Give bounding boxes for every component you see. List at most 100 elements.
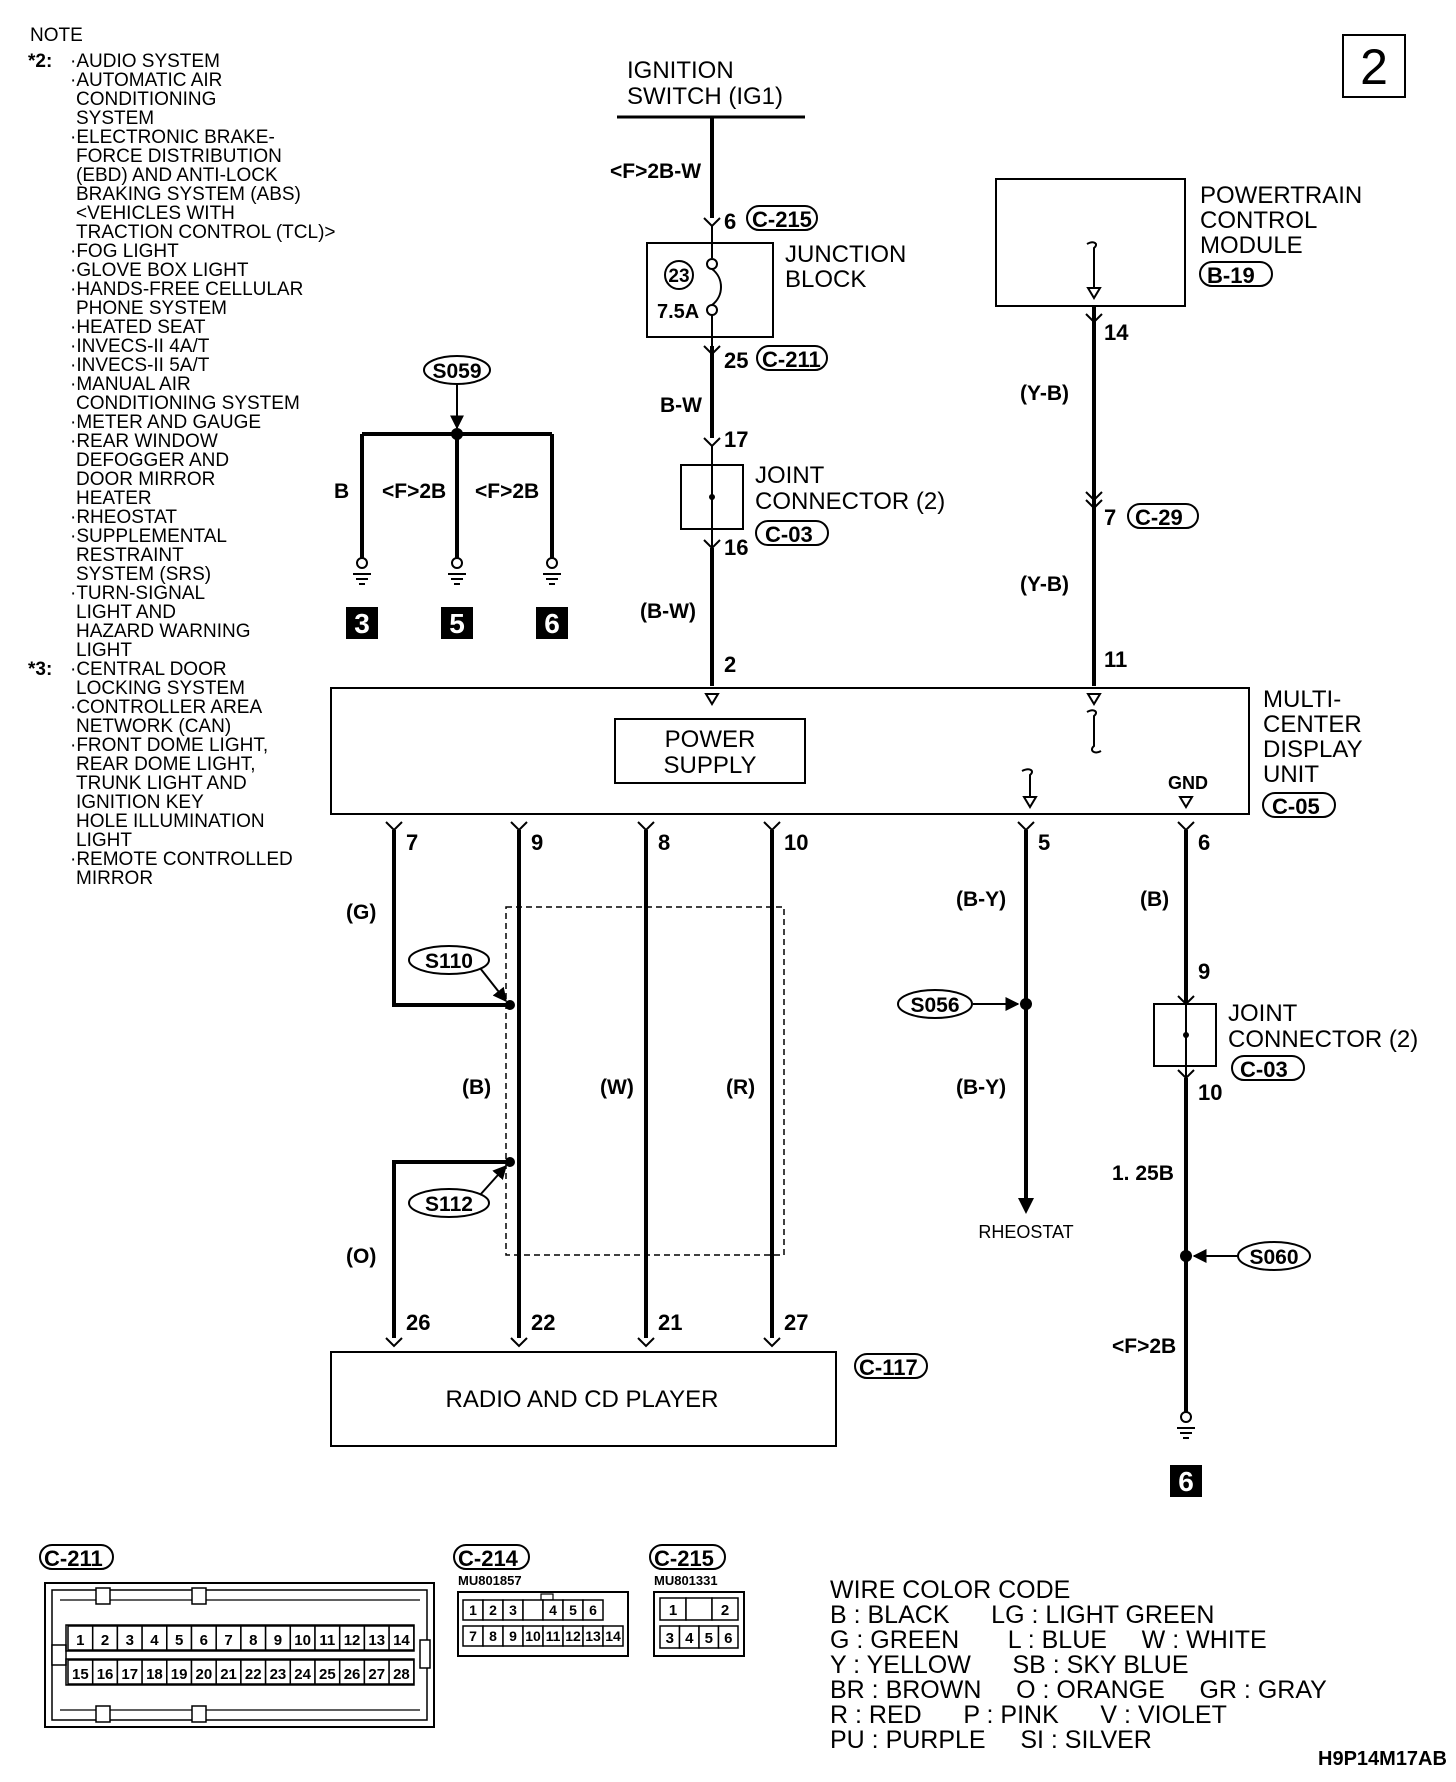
wire-label: (B-Y) bbox=[956, 1076, 1006, 1099]
cavity-number: 4 bbox=[685, 1630, 694, 1647]
joint-connector-label: JOINT bbox=[755, 462, 825, 489]
note-item: HOLE ILLUMINATION bbox=[76, 811, 265, 832]
wire-label: B bbox=[334, 480, 349, 503]
connector-id: C-215 bbox=[654, 1546, 714, 1571]
note-item: ·HEATED SEAT bbox=[70, 317, 206, 338]
mcdu-label: DISPLAY bbox=[1263, 736, 1363, 763]
cavity-number: 6 bbox=[589, 1602, 597, 1618]
cavity-number: 20 bbox=[196, 1666, 213, 1683]
wire-label: (G) bbox=[346, 901, 376, 924]
splice-tag bbox=[408, 945, 490, 975]
ground-number: 6 bbox=[544, 608, 560, 639]
connector-cavity bbox=[91, 1625, 119, 1651]
note-item: ·RHEOSTAT bbox=[70, 507, 177, 528]
connector-cavity bbox=[166, 1659, 193, 1685]
connector-cavity bbox=[685, 1597, 713, 1621]
connector-cavity bbox=[388, 1659, 415, 1685]
wire-label: <F>2B bbox=[1112, 1335, 1176, 1358]
connector-tag bbox=[649, 1544, 726, 1570]
fuse-number-circle bbox=[664, 260, 694, 290]
wire-label: 1. 25B bbox=[1112, 1162, 1174, 1185]
note-item: DEFOGGER AND bbox=[76, 450, 230, 471]
ground-icon bbox=[1177, 1411, 1195, 1439]
ground-icon bbox=[353, 557, 371, 585]
wire-label: <F>2B bbox=[382, 480, 446, 503]
connector-cavity bbox=[582, 1599, 604, 1621]
connector-tag bbox=[1262, 792, 1336, 818]
part-number: MU801331 bbox=[654, 1573, 718, 1588]
connector-id: C-03 bbox=[765, 522, 813, 547]
connector-tag bbox=[854, 1353, 928, 1379]
connector-id: C-05 bbox=[1272, 794, 1320, 819]
connector-tag bbox=[39, 1544, 114, 1570]
power-supply-block bbox=[614, 718, 806, 784]
connector-id: C-29 bbox=[1135, 505, 1183, 530]
note-item: DOOR MIRROR bbox=[76, 469, 216, 490]
note-item: BRAKING SYSTEM (ABS) bbox=[76, 184, 301, 205]
ground-number-badge bbox=[536, 607, 568, 639]
cavity-number: 27 bbox=[368, 1666, 385, 1683]
note-item: RESTRAINT bbox=[76, 545, 184, 566]
connector-id: C-214 bbox=[458, 1546, 519, 1571]
pin-number: 2 bbox=[724, 652, 736, 677]
wire-color-code-row: B : BLACK LG : LIGHT GREEN bbox=[830, 1601, 1215, 1629]
ground-number-badge bbox=[441, 607, 473, 639]
cavity-number: 1 bbox=[669, 1602, 677, 1619]
wire-label: (B) bbox=[462, 1076, 491, 1099]
pcm-internal bbox=[1086, 241, 1097, 288]
pin-number: 11 bbox=[1104, 647, 1127, 672]
ground-icon bbox=[448, 557, 466, 585]
pin-mark bbox=[385, 1337, 403, 1348]
power-supply-label: SUPPLY bbox=[664, 752, 757, 779]
connector-cavity bbox=[141, 1659, 168, 1685]
rheostat-arrow bbox=[1018, 1198, 1034, 1214]
connector-cavity bbox=[116, 1659, 143, 1685]
connector-face-c215 bbox=[653, 1591, 745, 1657]
splice-id: S056 bbox=[910, 994, 959, 1017]
note-item: ·TURN-SIGNAL bbox=[70, 583, 206, 604]
junction-block bbox=[646, 242, 774, 338]
cavity-number: 6 bbox=[724, 1630, 732, 1647]
note-item: ·GLOVE BOX LIGHT bbox=[70, 260, 249, 281]
connector-id: C-03 bbox=[1240, 1057, 1288, 1082]
radio-label: RADIO AND CD PLAYER bbox=[446, 1386, 719, 1413]
connector-tag bbox=[1127, 503, 1199, 529]
cavity-number: 9 bbox=[274, 1632, 282, 1649]
cavity-number: 3 bbox=[666, 1630, 674, 1647]
splice-dot bbox=[505, 1000, 515, 1010]
note-item: IGNITION KEY bbox=[76, 792, 204, 813]
pin-mark bbox=[703, 437, 721, 448]
connector-cavity bbox=[717, 1625, 739, 1649]
pin-mark bbox=[1177, 821, 1195, 832]
cavity-number: 4 bbox=[150, 1632, 159, 1649]
connector-id: C-117 bbox=[859, 1355, 918, 1380]
pin-mark bbox=[385, 821, 403, 832]
input-mark bbox=[1086, 693, 1102, 706]
connector-tag bbox=[746, 205, 818, 231]
cavity-number: 3 bbox=[126, 1632, 134, 1649]
connector-tag bbox=[1199, 261, 1273, 287]
pin-mark bbox=[763, 1337, 781, 1348]
cavity-number: 24 bbox=[294, 1666, 311, 1683]
mcdu-internal bbox=[1086, 709, 1102, 754]
note-item: ·REAR WINDOW bbox=[70, 431, 218, 452]
connector-tag bbox=[453, 1544, 530, 1570]
pcm-label: CONTROL bbox=[1200, 207, 1317, 234]
note-mark-3: *3: bbox=[28, 659, 53, 680]
pin-number: 6 bbox=[724, 209, 736, 234]
pin-number: 25 bbox=[724, 348, 748, 373]
note-item: ·INVECS-II 5A/T bbox=[70, 355, 210, 376]
cavity-number: 3 bbox=[509, 1602, 517, 1618]
pin-mark bbox=[510, 821, 528, 832]
splice-arrow bbox=[479, 967, 507, 1003]
cavity-number: 2 bbox=[721, 1602, 729, 1619]
connector-cavity bbox=[215, 1625, 242, 1651]
pin-number: 9 bbox=[531, 830, 543, 855]
note-title: NOTE bbox=[30, 25, 83, 46]
splice-id: S060 bbox=[1249, 1246, 1298, 1269]
wire-label: (B-W) bbox=[640, 600, 696, 623]
cavity-number: 5 bbox=[705, 1630, 713, 1647]
cavity-number: 22 bbox=[245, 1666, 262, 1683]
pin-mark bbox=[1017, 821, 1035, 832]
